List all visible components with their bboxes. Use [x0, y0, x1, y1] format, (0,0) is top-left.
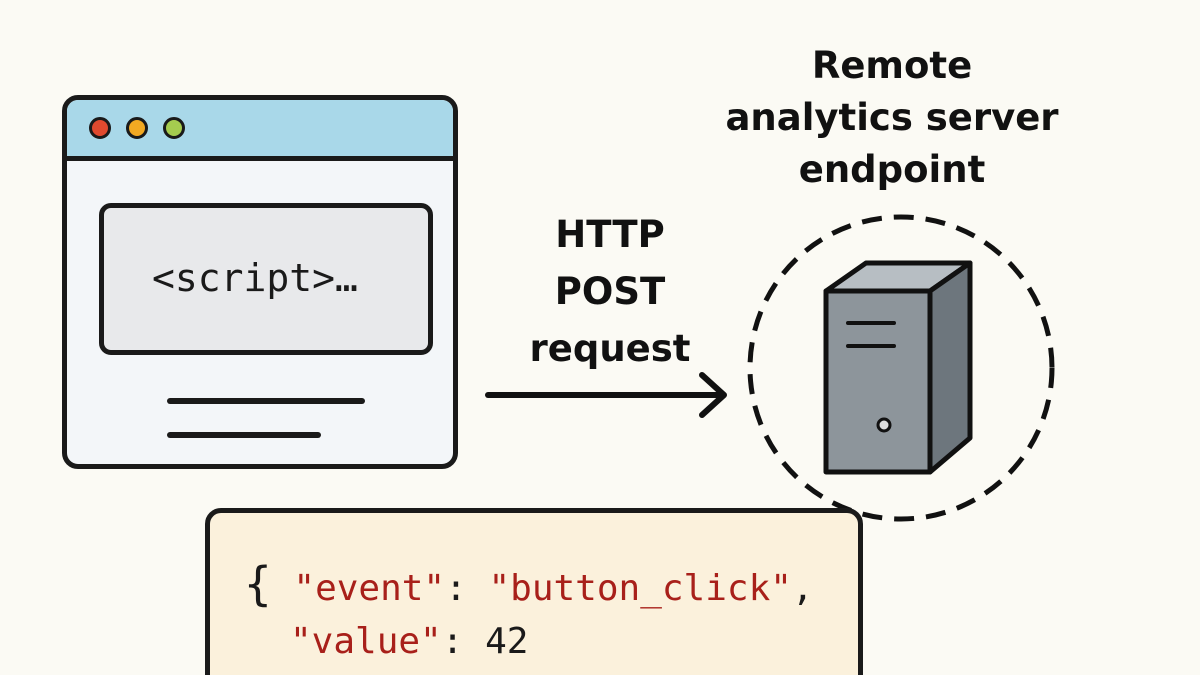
- server-title: Remote analytics server endpoint: [700, 40, 1084, 196]
- arrow-label-line: request: [529, 327, 691, 370]
- close-dot-icon: [89, 117, 111, 139]
- script-code-box: <script>…: [99, 203, 433, 355]
- dashed-boundary-circle: [747, 214, 1055, 522]
- script-tag-text: <script>…: [152, 256, 358, 300]
- json-colon: :: [445, 568, 467, 609]
- server-title-line: endpoint: [798, 148, 986, 191]
- json-key: "value": [290, 621, 442, 662]
- content-line: [167, 398, 365, 404]
- arrow-label: HTTP POST request: [500, 206, 720, 377]
- maximize-dot-icon: [163, 117, 185, 139]
- server-tower-icon: [823, 260, 973, 475]
- content-line: [167, 432, 321, 438]
- json-colon: :: [441, 621, 464, 662]
- json-payload-box: { "event": "button_click", "value": 42: [205, 508, 863, 675]
- minimize-dot-icon: [126, 117, 148, 139]
- json-line: "value": 42: [290, 621, 528, 662]
- json-key: "event": [293, 568, 446, 609]
- json-line: { "event": "button_click",: [244, 557, 814, 611]
- browser-window-icon: <script>…: [62, 95, 458, 469]
- json-open-brace: {: [244, 557, 272, 611]
- arrow-label-line: HTTP: [555, 213, 665, 256]
- json-number-value: 42: [485, 621, 529, 662]
- json-string-value: "button_click": [488, 568, 792, 609]
- json-comma: ,: [791, 568, 814, 609]
- arrow-label-line: POST: [554, 270, 666, 313]
- arrow-right-icon: [485, 372, 727, 418]
- server-title-line: analytics server: [725, 96, 1059, 139]
- browser-titlebar: [67, 100, 453, 161]
- server-title-line: Remote: [811, 44, 973, 87]
